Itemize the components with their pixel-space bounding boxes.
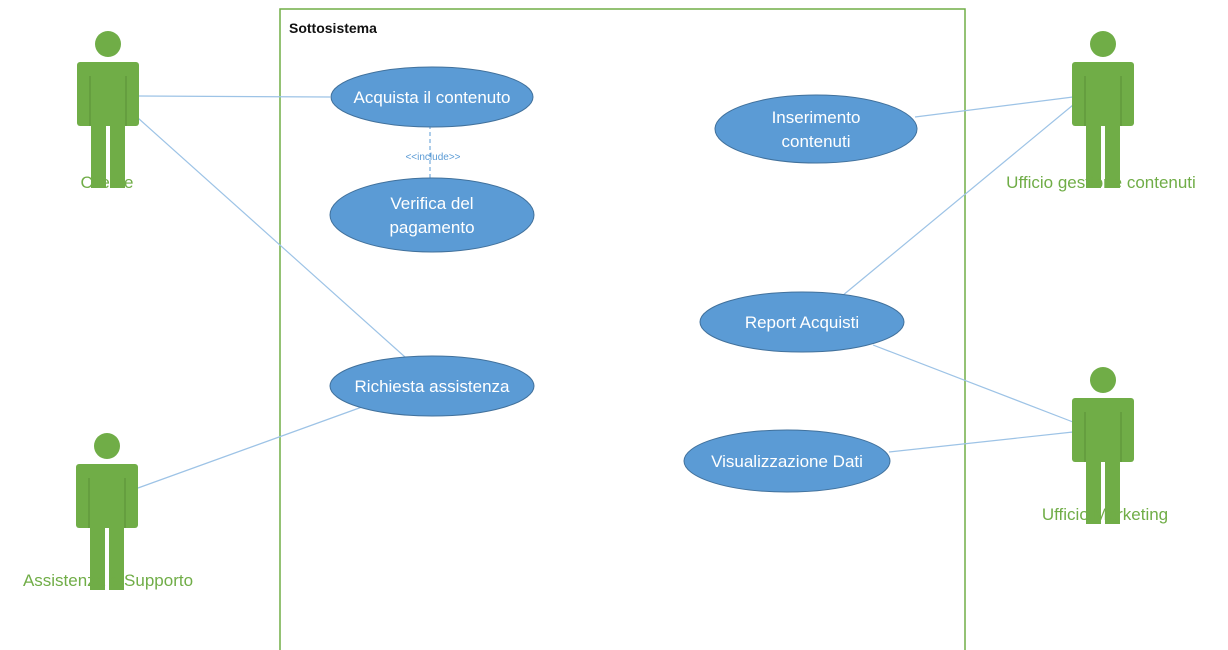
usecase-visualizzazione[interactable]: Visualizzazione Dati — [683, 429, 891, 493]
actor-label: Ufficio gestione contenuti — [1006, 173, 1196, 192]
usecase-ellipse — [714, 94, 918, 164]
usecase-label: Inserimento — [772, 108, 861, 127]
stick-figure-icon — [77, 31, 139, 188]
usecase-report[interactable]: Report Acquisti — [699, 291, 905, 353]
usecase-acquista[interactable]: Acquista il contenuto — [330, 66, 534, 128]
stick-figure-icon — [1072, 367, 1134, 524]
usecase-label: Report Acquisti — [745, 313, 859, 332]
usecase-richiesta[interactable]: Richiesta assistenza — [329, 355, 535, 417]
usecase-ellipse — [699, 291, 905, 353]
usecase-label: contenuti — [782, 132, 851, 151]
association-assistenza-richiesta — [137, 406, 363, 489]
actor-cliente[interactable]: Cliente — [77, 31, 139, 192]
system-title: Sottosistema — [289, 20, 377, 36]
usecase-ellipse — [329, 177, 535, 253]
usecase-verifica[interactable]: Verifica del pagamento — [329, 177, 535, 253]
association-cliente-richiesta — [137, 117, 406, 358]
usecase-ellipse — [330, 66, 534, 128]
stick-figure-icon — [76, 433, 138, 590]
association-ufficio-gestione-report — [841, 104, 1074, 297]
actor-ufficio-marketing[interactable]: Ufficio Marketing — [1042, 367, 1168, 524]
association-ufficio-gestione-inserimento — [914, 96, 1074, 118]
actor-label: Assistenza e Supporto — [23, 571, 193, 590]
system-boundary — [279, 8, 966, 650]
usecase-ellipse — [683, 429, 891, 493]
actor-label: Cliente — [81, 173, 134, 192]
usecase-label: Verifica del — [390, 194, 473, 213]
include-relation: <<include>> — [405, 125, 461, 192]
association-ufficio-marketing-report — [872, 344, 1074, 423]
stick-figure-icon — [1072, 31, 1134, 188]
usecase-label: Visualizzazione Dati — [711, 452, 863, 471]
usecase-label: pagamento — [389, 218, 474, 237]
include-label: <<include>> — [405, 152, 460, 163]
usecase-label: Richiesta assistenza — [355, 377, 511, 396]
actor-label: Ufficio Marketing — [1042, 505, 1168, 524]
association-ufficio-marketing-visualizzazione — [888, 431, 1074, 453]
association-lines — [137, 95, 1074, 489]
usecase-inserimento[interactable]: Inserimento contenuti — [714, 94, 918, 164]
usecase-label: Acquista il contenuto — [354, 88, 511, 107]
association-cliente-acquista — [137, 95, 331, 98]
actor-ufficio-gestione[interactable]: Ufficio gestione contenuti — [1006, 31, 1196, 192]
usecase-ellipse — [329, 355, 535, 417]
actor-assistenza[interactable]: Assistenza e Supporto — [23, 433, 193, 590]
